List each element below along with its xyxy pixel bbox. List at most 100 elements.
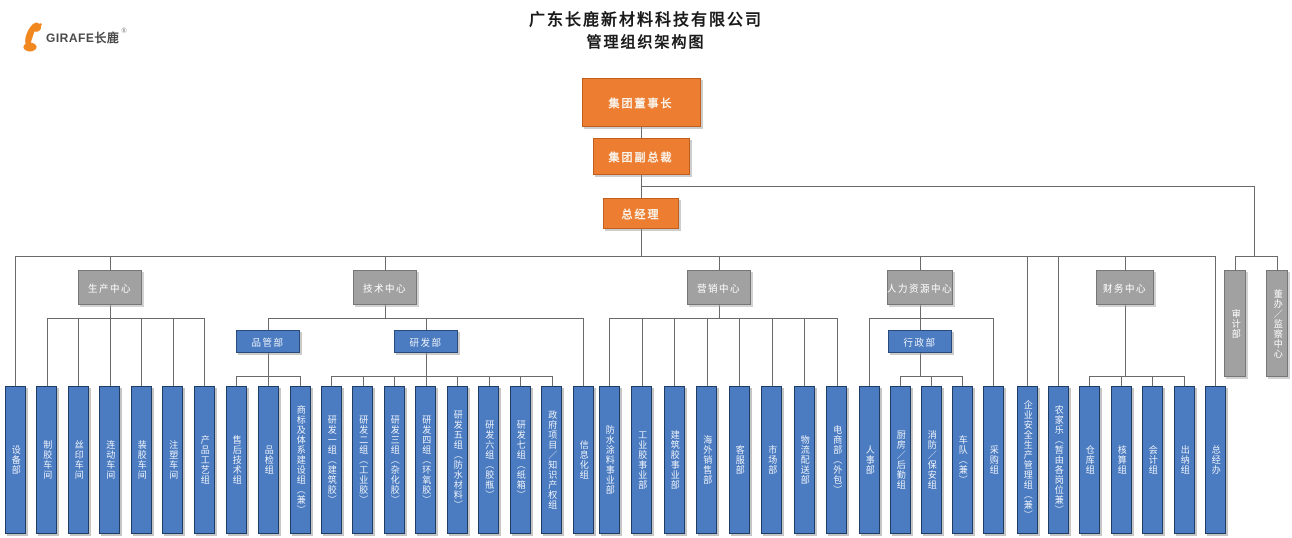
connector-line	[362, 376, 364, 386]
org-unit-7-label: 售后技术组	[231, 435, 242, 485]
node-finance-center: 财务中心	[1096, 270, 1154, 305]
node-rd-dept-label: 研发部	[409, 338, 443, 349]
org-unit-25-label: 物流配送部	[799, 435, 810, 485]
connector-line	[425, 376, 427, 386]
org-unit-35-label: 核算组	[1116, 445, 1127, 475]
org-unit-15-label: 研发六组（胶瓶）	[484, 420, 495, 500]
node-board-supervision-office-label: 董办／监察中心	[1272, 288, 1283, 359]
connector-line	[1254, 186, 1255, 256]
connector-line	[204, 318, 205, 386]
connector-line	[457, 376, 458, 386]
node-hr-center-label: 人力资源中心	[887, 284, 954, 295]
org-unit-29: 消防／保安组	[920, 386, 942, 534]
connector-line	[706, 318, 708, 386]
org-unit-26-label: 电商部（外包）	[832, 425, 843, 495]
org-unit-6-label: 产品工艺组	[199, 435, 210, 485]
connector-line	[739, 318, 740, 386]
node-production-center: 生产中心	[78, 270, 142, 305]
node-board-supervision-office: 董办／监察中心	[1266, 270, 1288, 377]
connector-line	[1152, 376, 1153, 386]
org-unit-33-label: 农家乐（暂由各岗位兼）	[1053, 405, 1064, 515]
connector-line	[110, 305, 111, 318]
org-unit-23: 客服部	[728, 386, 750, 534]
org-unit-3-label: 连动车间	[105, 440, 116, 480]
connector-line	[931, 376, 932, 386]
connector-line	[869, 318, 993, 319]
connector-line	[1277, 256, 1278, 270]
org-unit-37: 出纳组	[1173, 386, 1195, 534]
connector-line	[1027, 256, 1028, 386]
org-unit-5-label: 注塑车间	[168, 440, 179, 480]
org-unit-12-label: 研发三组（杂化胶）	[389, 415, 400, 505]
connector-line	[268, 318, 583, 319]
brand-name: GIRAFE长鹿	[46, 30, 120, 45]
connector-line	[719, 256, 720, 270]
connector-line	[1125, 256, 1126, 270]
org-unit-25: 物流配送部	[793, 386, 815, 534]
node-group-vice-president: 集团副总裁	[592, 138, 690, 175]
org-unit-17-label: 政府项目／知识产权组	[547, 410, 558, 510]
node-admin-dept-label: 行政部	[903, 338, 937, 349]
org-unit-38-label: 总经办	[1210, 445, 1221, 475]
org-unit-10: 研发一组（建筑胶）	[320, 386, 342, 534]
org-unit-13: 研发四组（环氧胶）	[415, 386, 436, 534]
connector-line	[609, 318, 837, 319]
connector-line	[268, 318, 269, 330]
node-hr-center: 人力资源中心	[887, 270, 953, 305]
org-unit-9-label: 商标及体系建设组（兼）	[295, 405, 306, 515]
node-admin-dept: 行政部	[888, 330, 952, 353]
org-unit-12: 研发三组（杂化胶）	[383, 386, 405, 534]
node-general-manager: 总经理	[603, 198, 679, 229]
org-unit-13-label: 研发四组（环氧胶）	[421, 415, 432, 505]
connector-line	[1089, 376, 1184, 377]
connector-line	[236, 376, 237, 386]
org-unit-37-label: 出纳组	[1179, 445, 1190, 475]
connector-line	[385, 305, 386, 318]
org-unit-14: 研发五组（防水材料）	[446, 386, 468, 534]
org-unit-30-label: 车队（兼）	[957, 435, 968, 485]
giraffe-icon	[23, 22, 42, 52]
connector-line	[46, 318, 48, 386]
org-unit-20: 工业胶事业部	[631, 386, 652, 534]
node-audit-dept: 审计部	[1224, 270, 1246, 377]
org-unit-19: 防水涂料事业部	[598, 386, 620, 534]
org-unit-18-label: 信息化组	[578, 440, 589, 480]
node-technology-center: 技术中心	[353, 270, 417, 305]
org-unit-15: 研发六组（胶瓶）	[478, 386, 499, 534]
org-unit-5: 注塑车间	[162, 386, 183, 534]
node-rd-dept: 研发部	[394, 330, 458, 353]
connector-line	[641, 318, 643, 386]
org-unit-1: 制胶车间	[36, 386, 57, 534]
connector-line	[804, 318, 805, 386]
connector-line	[1058, 256, 1059, 386]
connector-line	[300, 376, 301, 386]
org-unit-19-label: 防水涂料事业部	[604, 425, 615, 495]
org-unit-8-label: 品检组	[263, 445, 274, 475]
node-technology-center-label: 技术中心	[362, 284, 407, 295]
org-unit-33: 农家乐（暂由各岗位兼）	[1047, 386, 1069, 534]
org-unit-0-label: 设备部	[10, 445, 21, 475]
connector-line	[426, 353, 427, 376]
org-unit-21: 建筑胶事业部	[663, 386, 685, 534]
connector-line	[331, 376, 332, 386]
org-unit-30: 车队（兼）	[951, 386, 973, 534]
org-unit-14-label: 研发五组（防水材料）	[452, 410, 463, 510]
org-unit-35: 核算组	[1110, 386, 1132, 534]
connector-line	[920, 353, 921, 376]
connector-line	[1125, 305, 1126, 376]
org-unit-36: 会计组	[1141, 386, 1163, 534]
connector-line	[488, 376, 490, 386]
node-production-center-label: 生产中心	[87, 284, 132, 295]
connector-line	[719, 305, 720, 318]
org-unit-28: 厨房／后勤组	[889, 386, 911, 534]
org-unit-38: 总经办	[1204, 386, 1226, 534]
connector-line	[426, 318, 427, 330]
node-group-vice-president-label: 集团副总裁	[608, 151, 674, 164]
brand-logo: GIRAFE长鹿 ®	[18, 22, 127, 52]
connector-line	[641, 127, 642, 138]
connector-line	[1235, 256, 1277, 257]
connector-line	[641, 186, 1254, 187]
connector-line	[172, 318, 174, 386]
connector-line	[674, 318, 675, 386]
connector-line	[771, 318, 773, 386]
